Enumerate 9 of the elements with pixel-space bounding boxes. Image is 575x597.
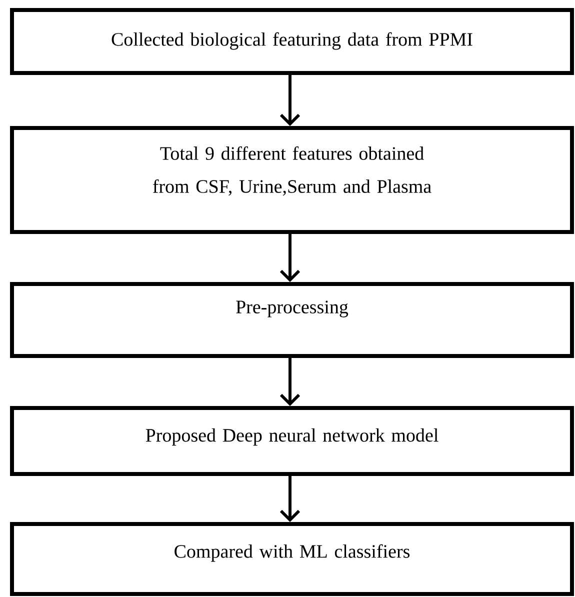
- arrow: [280, 358, 300, 406]
- process-box: Pre-processing: [10, 282, 574, 358]
- process-box: Compared with ML classifiers: [10, 522, 574, 596]
- process-box: Proposed Deep neural network model: [10, 406, 574, 476]
- arrow: [280, 234, 300, 282]
- process-box: Total 9 different features obtained from CSF, Urine,Serum and Plasma: [10, 126, 574, 234]
- arrow: [280, 476, 300, 522]
- arrow: [280, 75, 300, 126]
- process-box: Collected biological featuring data from PPMI: [10, 8, 574, 75]
